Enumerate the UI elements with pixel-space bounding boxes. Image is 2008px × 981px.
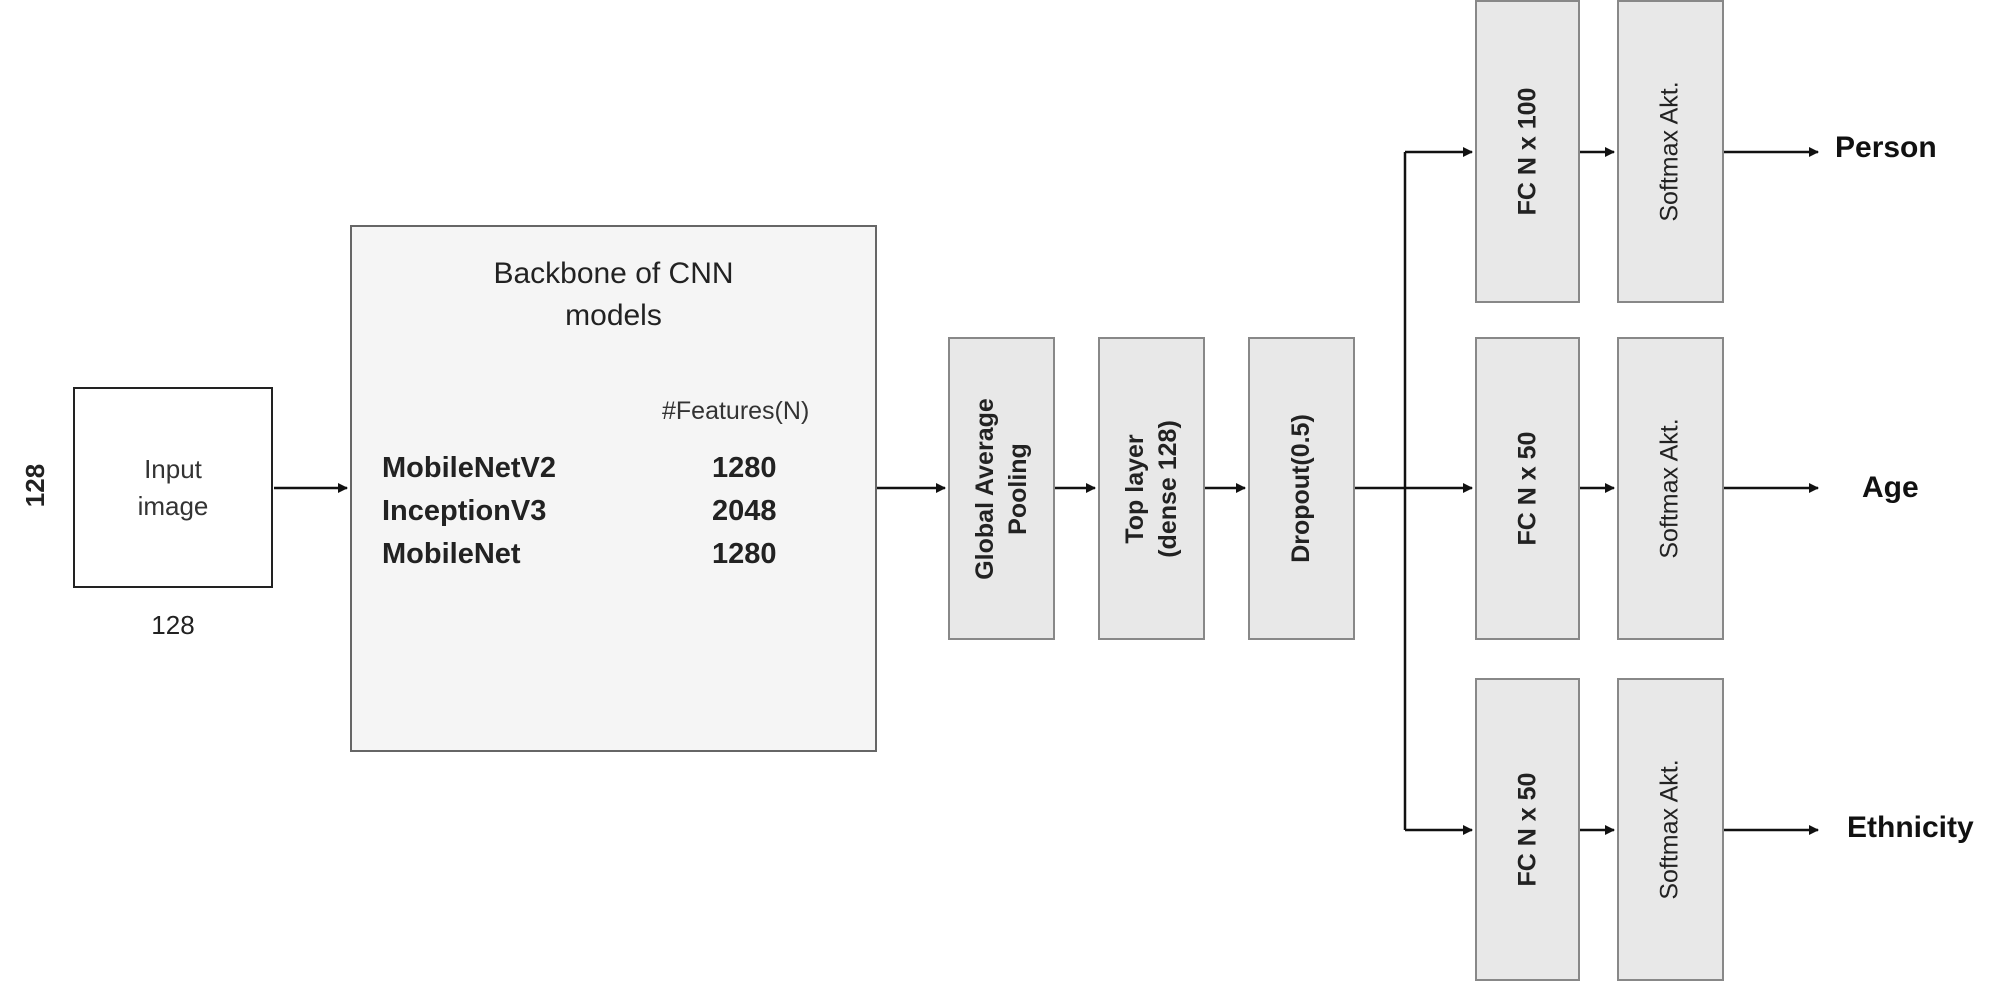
model-features: 2048	[712, 495, 777, 527]
model-name: MobileNet	[382, 538, 521, 570]
fc-box-ethnicity: FC N x 50	[1475, 678, 1580, 981]
model-name: MobileNetV2	[382, 452, 557, 484]
softmax-label: Softmax Akt.	[1656, 81, 1684, 222]
fc-box-age: FC N x 50	[1475, 337, 1580, 640]
features-header: #Features(N)	[662, 397, 810, 425]
fc-label: FC N x 100	[1513, 87, 1541, 216]
model-row: MobileNetV2 1280	[382, 452, 842, 494]
softmax-box-ethnicity: Softmax Akt.	[1617, 678, 1724, 981]
global-average-pooling-box: Global Average Pooling	[948, 337, 1055, 640]
output-label-person: Person	[1835, 131, 1937, 164]
model-features: 1280	[712, 452, 777, 484]
model-row: InceptionV3 2048	[382, 495, 842, 537]
model-name: InceptionV3	[382, 495, 547, 527]
input-height-text: 128	[20, 463, 51, 507]
model-features: 1280	[712, 538, 777, 570]
backbone-title: Backbone of CNN models	[493, 257, 734, 332]
top-layer-label: Top layer (dense 128)	[1120, 419, 1182, 558]
softmax-box-age: Softmax Akt.	[1617, 337, 1724, 640]
fc-label: FC N x 50	[1513, 431, 1541, 546]
input-width-label: 128	[151, 610, 195, 640]
fc-box-person: FC N x 100	[1475, 0, 1580, 303]
model-row: MobileNet 1280	[382, 538, 842, 580]
dropout-box: Dropout(0.5)	[1248, 337, 1355, 640]
top-layer-box: Top layer (dense 128)	[1098, 337, 1205, 640]
softmax-box-person: Softmax Akt.	[1617, 0, 1724, 303]
output-label-ethnicity: Ethnicity	[1847, 811, 1974, 844]
global-average-pooling-label: Global Average Pooling	[970, 397, 1032, 580]
input-height-label: 128	[6, 455, 66, 515]
dropout-label: Dropout(0.5)	[1287, 414, 1316, 563]
softmax-label: Softmax Akt.	[1656, 759, 1684, 900]
fc-label: FC N x 50	[1513, 772, 1541, 887]
softmax-label: Softmax Akt.	[1656, 418, 1684, 559]
input-image-box: Input image	[73, 387, 273, 588]
input-image-label: Input image	[137, 453, 209, 521]
output-label-age: Age	[1862, 471, 1919, 504]
backbone-box: Backbone of CNN models #Features(N) Mobi…	[350, 225, 877, 752]
